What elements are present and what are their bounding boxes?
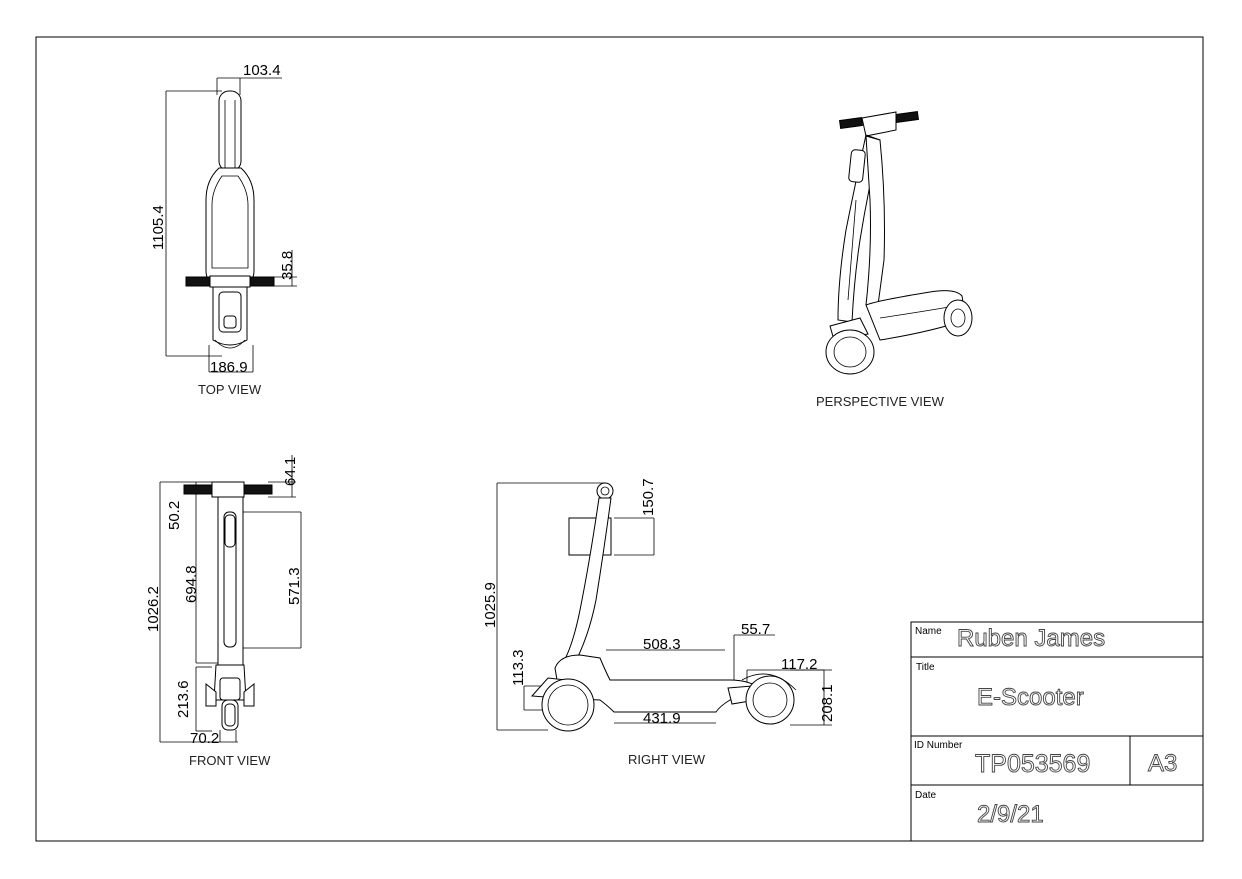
top-view: 103.4 1105.4 35.8 186.9 TOP VIEW bbox=[150, 62, 297, 397]
right-view-label: RIGHT VIEW bbox=[628, 752, 706, 767]
sheet-size: A3 bbox=[1148, 750, 1177, 777]
top-dim-bar: 35.8 bbox=[279, 251, 296, 280]
author-name: Ruben James bbox=[957, 625, 1105, 652]
date-label: Date bbox=[915, 790, 937, 801]
drawing-date: 2/9/21 bbox=[977, 801, 1044, 828]
top-dim-length: 1105.4 bbox=[150, 205, 167, 250]
front-view: 64.1 50.2 1026.2 694.8 571.3 213.6 70.2 … bbox=[145, 455, 303, 768]
front-dim-height: 1026.2 bbox=[145, 586, 162, 632]
front-view-label: FRONT VIEW bbox=[189, 753, 271, 768]
sheet-border bbox=[35, 36, 1204, 842]
right-dim-rear: 117.2 bbox=[781, 656, 817, 673]
id-label: ID Number bbox=[914, 740, 963, 751]
front-dim-display: 571.3 bbox=[286, 567, 303, 605]
id-number: TP053569 bbox=[975, 750, 1090, 778]
front-dim-top: 50.2 bbox=[166, 501, 183, 530]
right-dim-head: 150.7 bbox=[640, 478, 657, 516]
name-label: Name bbox=[915, 626, 942, 637]
top-view-label: TOP VIEW bbox=[198, 382, 262, 397]
perspective-view: PERSPECTIVE VIEW bbox=[816, 110, 973, 409]
right-dim-deck-bottom: 431.9 bbox=[643, 710, 681, 727]
title-block: Name Ruben James Title E-Scooter ID Numb… bbox=[910, 621, 1204, 842]
top-dim-base: 186.9 bbox=[210, 359, 248, 376]
perspective-view-label: PERSPECTIVE VIEW bbox=[816, 394, 945, 409]
right-dim-height: 1025.9 bbox=[482, 582, 499, 628]
right-dim-front-wheel: 113.3 bbox=[510, 650, 527, 686]
front-dim-grip: 64.1 bbox=[282, 457, 299, 486]
right-dim-step: 55.7 bbox=[741, 621, 770, 638]
top-dim-width: 103.4 bbox=[243, 62, 281, 79]
title-label: Title bbox=[916, 662, 935, 673]
front-dim-fork: 213.6 bbox=[175, 680, 192, 718]
front-dim-wheel: 70.2 bbox=[190, 730, 219, 747]
right-dim-deck-top: 508.3 bbox=[643, 636, 681, 653]
right-dim-rear-wheel: 208.1 bbox=[819, 684, 836, 722]
front-dim-stem: 694.8 bbox=[183, 565, 200, 603]
drawing-title: E-Scooter bbox=[977, 684, 1084, 711]
right-view: 150.7 1025.9 508.3 55.7 117.2 113.3 431.… bbox=[482, 478, 836, 767]
